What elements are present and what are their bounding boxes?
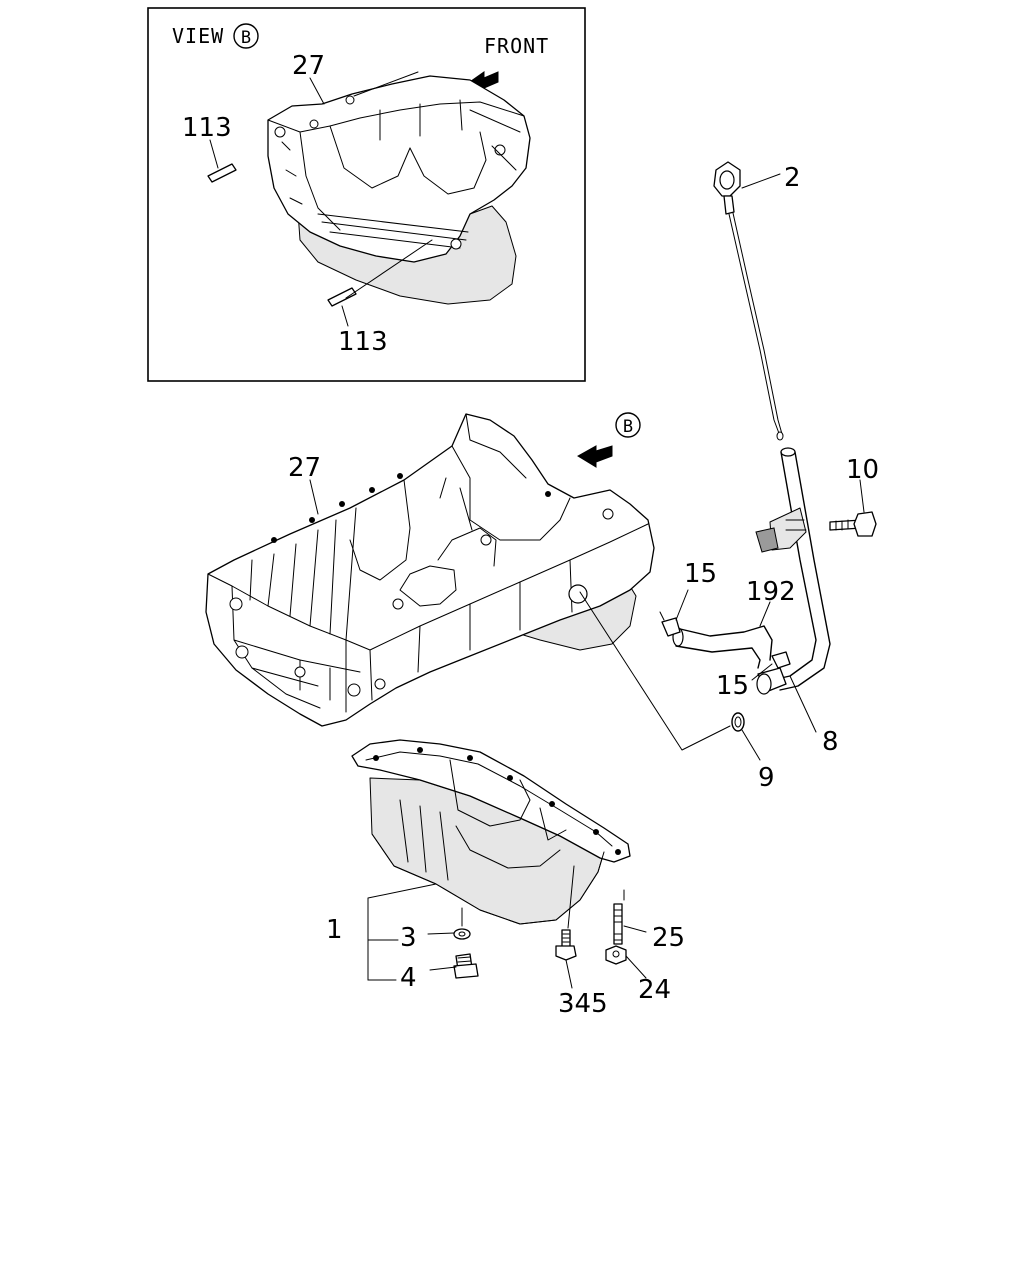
callout-1: 1 [326,915,343,945]
oil-pan-bolt [555,929,577,961]
callout-27: 27 [288,453,321,483]
drain-plug [453,953,479,979]
callout-4: 4 [400,963,417,993]
callout-15-upper: 15 [684,559,717,589]
inset-leader-27 [309,77,325,105]
inset-block-casting [267,71,531,305]
callout-15-lower: 15 [716,671,749,701]
guide-tube-bolt [829,511,877,537]
hose-clip-upper [659,611,681,637]
oil-pan-nut [605,945,627,965]
view-b-circle [615,412,641,438]
inset-view-b: VIEW B FRONT [147,7,586,382]
callout-10: 10 [846,455,879,485]
view-direction-arrow-icon [577,445,613,468]
upper-oil-case [205,413,655,727]
callout-9: 9 [758,763,775,793]
callout-25: 25 [652,923,685,953]
inset-callout-113-lower: 113 [338,327,388,357]
inset-leader-113-upper [209,139,219,169]
inset-dowel-pin-upper [207,163,237,183]
inset-dowel-pin-lower [327,287,357,307]
dipstick-guide-tube [755,447,831,695]
oil-pan-stud [613,903,623,945]
inset-callout-27: 27 [292,51,325,81]
hose-clip-lower [771,651,791,669]
inset-view-label: VIEW [172,24,224,48]
oil-dipstick [713,161,784,441]
callout-2: 2 [784,163,801,193]
drain-plug-washer [453,928,471,940]
svg-text:B: B [241,28,251,48]
svg-text:B: B [623,417,633,437]
oil-pan [351,739,631,925]
inset-front-label: FRONT [484,34,549,58]
leader-lines [309,173,865,989]
inset-view-letter-badge: B [233,23,259,49]
view-b-marker: B [577,412,641,468]
inset-leader-113-lower [341,239,433,327]
inset-callout-113-upper: 113 [182,113,232,143]
callout-8: 8 [822,727,839,757]
callout-345: 345 [558,989,608,1019]
breather-hose [672,625,773,669]
callout-192: 192 [746,577,796,607]
o-ring [731,712,745,732]
callout-3: 3 [400,923,417,953]
callout-24: 24 [638,975,671,1005]
